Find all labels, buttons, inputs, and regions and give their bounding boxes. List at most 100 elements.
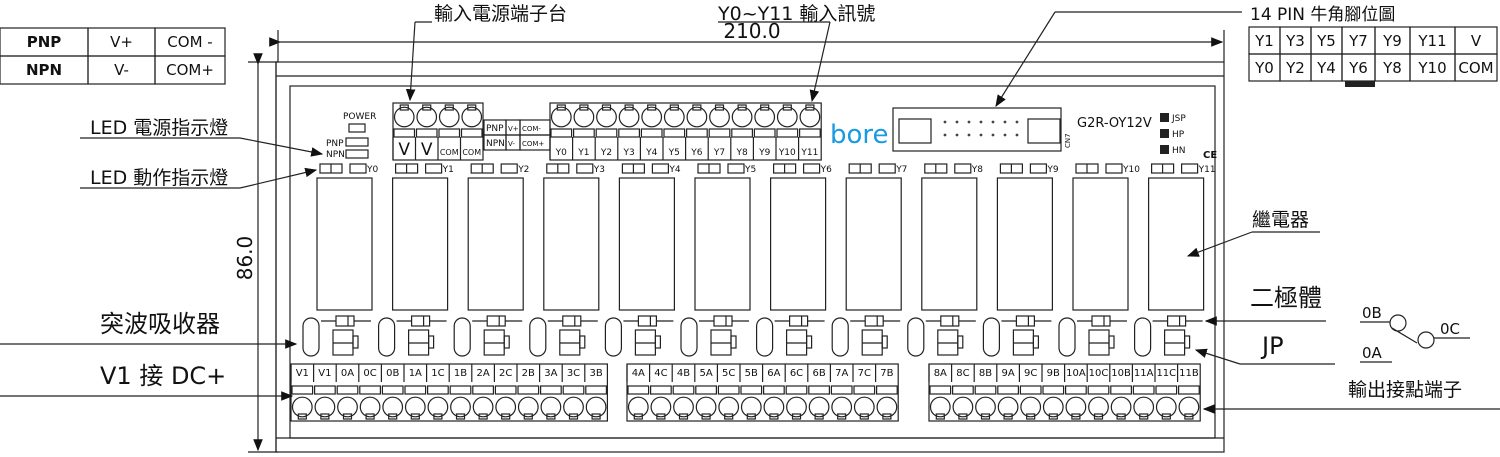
terminal-label: 1A [409,368,422,379]
surge-absorber [982,317,1001,357]
relay [618,177,676,311]
header-pin [967,120,971,124]
jp-tab [730,335,737,349]
terminal-label: Y5 [668,148,680,158]
surge-absorber [302,317,320,357]
pin-cell-text: Y7 [1348,32,1368,50]
terminal-lever [1110,385,1133,395]
terminal-release-slot [1161,413,1171,420]
surge-absorber [453,317,471,357]
terminal-screw [563,396,584,418]
relay [921,177,978,311]
terminal-release-slot [556,104,566,111]
terminal-label: 5B [745,368,758,379]
surge-absorber [831,317,849,357]
terminal-screw [540,396,562,418]
terminal-release-slot [746,413,756,420]
terminal-lever [753,128,776,138]
mini-cell-text: COM- [522,125,541,133]
terminal-release-slot [935,413,945,420]
terminal-lever [572,128,595,138]
terminal-label: Y11 [800,148,818,158]
terminal-screw [929,396,951,418]
pin-cell-text: COM [1458,59,1493,77]
terminal-release-slot [388,413,398,420]
header-pin [955,133,959,137]
terminal-label: 8B [979,368,992,379]
terminal-release-slot [1048,413,1058,420]
terminal-lever [830,385,853,395]
terminal-label: Y4 [645,148,657,158]
terminal-screw [291,396,313,418]
terminal-lever [997,385,1019,395]
terminal-lever [663,128,686,138]
terminal-release-slot [579,104,589,111]
header-pin [1003,133,1007,137]
terminal-release-slot [678,413,689,420]
terminal-lever [494,385,517,395]
jumper-pad [1160,113,1169,122]
mode-cell-text: NPN [26,61,62,79]
terminal-screw [754,106,776,128]
jumper-pad [1160,145,1169,154]
terminal-release-slot [1184,413,1194,420]
terminal-screw [1065,396,1087,418]
terminal-screw [427,396,449,418]
terminal-release-slot [1093,413,1104,420]
terminal-lever [291,385,314,395]
terminal-lever [404,385,427,395]
led-label: Y1 [442,165,454,175]
jp-tab [805,335,813,349]
terminal-release-slot [814,413,824,420]
terminal-label: 10B [1111,368,1131,379]
terminal-screw [650,396,672,418]
led-resistor [802,163,821,174]
terminal-screw [776,106,798,128]
terminal-screw [641,106,663,128]
led-label: Y9 [1046,165,1058,175]
surge-absorber [907,317,925,357]
callout-jp: JP [1260,332,1284,360]
diode [1091,315,1111,327]
terminal-screw [799,106,821,128]
terminal-release-slot [433,413,443,420]
led-label: Y8 [971,165,983,175]
terminal-release-slot [701,413,711,420]
terminal-release-slot [320,413,330,420]
relay-contact-diagram: 0B 0C 0A [1360,304,1470,363]
callout-v1-note: V1 接 DC+ [100,362,226,390]
terminal-release-slot [782,104,792,111]
terminal-release-slot [568,413,579,420]
led-label: Y11 [1198,165,1216,175]
terminal-screw [663,106,685,128]
pin-cell-text: Y3 [1285,32,1305,50]
terminal-lever [314,385,336,395]
ce-mark: CE [1203,150,1217,161]
terminal-label: Y7 [713,148,725,158]
terminal-lever [731,128,753,138]
terminal-screw [618,106,640,128]
power-led [348,123,366,133]
terminal-lever [974,385,997,395]
led-resistor [576,163,594,174]
terminal-release-slot [399,104,409,111]
callout-led-action: LED 動作指示燈 [90,167,228,189]
terminal-lever [785,385,808,395]
terminal-lever [562,385,585,395]
surge-absorber [1058,317,1076,357]
pnp-led [345,137,369,147]
terminal-label: 7B [880,368,893,379]
terminal-lever [1019,385,1042,395]
terminal-lever [393,128,416,138]
mode-cell-text: V- [114,61,129,79]
jp-tab [1183,335,1191,349]
relay [694,177,751,311]
contact-nc-label: 0B [1362,304,1382,322]
terminal-release-slot [882,413,892,420]
terminal-release-slot [724,413,734,420]
